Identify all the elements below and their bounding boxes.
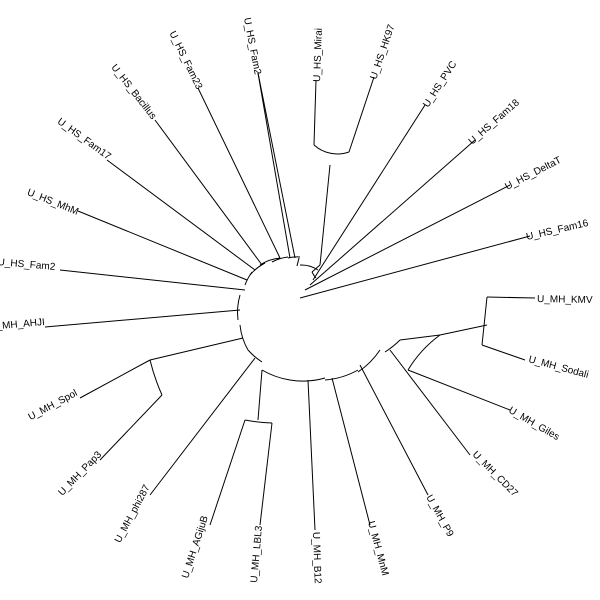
branch (79, 359, 151, 399)
branch (357, 349, 381, 373)
leaf-label: U_HS_Bacillus (109, 63, 159, 122)
branch (324, 369, 359, 381)
branch (407, 334, 441, 371)
leaf-label: U_MH_LBL3 (249, 525, 265, 583)
branch (99, 394, 163, 461)
branch (486, 296, 536, 299)
branch (399, 334, 441, 341)
branch (359, 364, 429, 496)
leaf-label: U_HS_Mirai (312, 28, 325, 82)
leaf-label: U_HS_Fam23 (167, 30, 205, 92)
branch (244, 419, 273, 424)
branch (313, 144, 350, 155)
leaf-label: U_MH_Spol (27, 388, 80, 423)
leaf-label: U_HS_HK97 (368, 23, 397, 81)
branch (59, 269, 246, 291)
branch (244, 271, 253, 286)
branch (149, 357, 256, 496)
leaf-label: U_MH_KMV (537, 294, 593, 306)
branch (237, 294, 241, 321)
leaf-label: U_HS_DeltaT (503, 155, 563, 193)
branch (154, 119, 263, 266)
branch (197, 87, 281, 259)
branch (313, 79, 317, 146)
branch (348, 76, 375, 153)
leaf-label: U_MH_Giles (507, 405, 562, 443)
branch (384, 339, 401, 353)
branch (149, 337, 244, 361)
branch (296, 257, 300, 267)
branch (481, 296, 488, 346)
leaf-label: U_HS_Fam17 (55, 116, 113, 162)
branch (287, 256, 301, 259)
branch (319, 164, 331, 266)
leaf-label: U_MH_B12 (310, 532, 323, 584)
branch (257, 72, 291, 259)
branch (389, 349, 471, 456)
branch (257, 72, 296, 259)
branch (77, 210, 248, 281)
branch (307, 379, 316, 531)
branch (259, 422, 273, 526)
branch (271, 256, 289, 263)
branch (439, 324, 488, 336)
leaf-label: U_MH_CD27 (470, 449, 520, 499)
branch (299, 235, 531, 299)
branch (304, 184, 511, 291)
tree-branches (44, 72, 536, 531)
branch (481, 344, 526, 361)
branch (289, 377, 326, 382)
branch (247, 349, 263, 363)
branch (309, 139, 476, 286)
leaf-labels: U_HS_Fam16 U_HS_DeltaT U_HS_Fam18 U_HS_P… (0, 17, 593, 584)
leaf-label: U_MH_Sodali (527, 354, 589, 381)
leaf-label: U_MH_phi287 (113, 483, 153, 545)
leaf-label: U_MH_AHJI (0, 317, 45, 333)
leaf-label: U_HS_Fam2 (241, 17, 263, 76)
leaf-label: U_HS_MhM (25, 187, 80, 218)
branch (209, 419, 246, 526)
leaf-label: U_MH_Pap3 (56, 449, 104, 498)
leaf-label: U_HS_PVC (421, 59, 459, 109)
branch (312, 104, 426, 281)
branch (299, 264, 319, 271)
branch (106, 159, 256, 271)
leaf-label: U_MH_P9 (423, 493, 455, 539)
branch (331, 377, 371, 526)
branch (149, 359, 163, 396)
leaf-label: U_MH_AGijuB (180, 514, 211, 580)
branch (257, 369, 263, 421)
branch (407, 369, 511, 411)
branch (44, 309, 241, 328)
branch (249, 262, 266, 276)
branch (311, 271, 317, 279)
leaf-label: U_HS_Fam18 (467, 97, 522, 147)
branch (259, 257, 281, 266)
leaf-label: U_HS_Fam16 (525, 218, 590, 243)
branch (261, 369, 291, 381)
leaf-label: U_MH_MnM (365, 520, 390, 577)
branch (239, 324, 249, 351)
leaf-label: U_HS_Fam2 (0, 257, 56, 273)
